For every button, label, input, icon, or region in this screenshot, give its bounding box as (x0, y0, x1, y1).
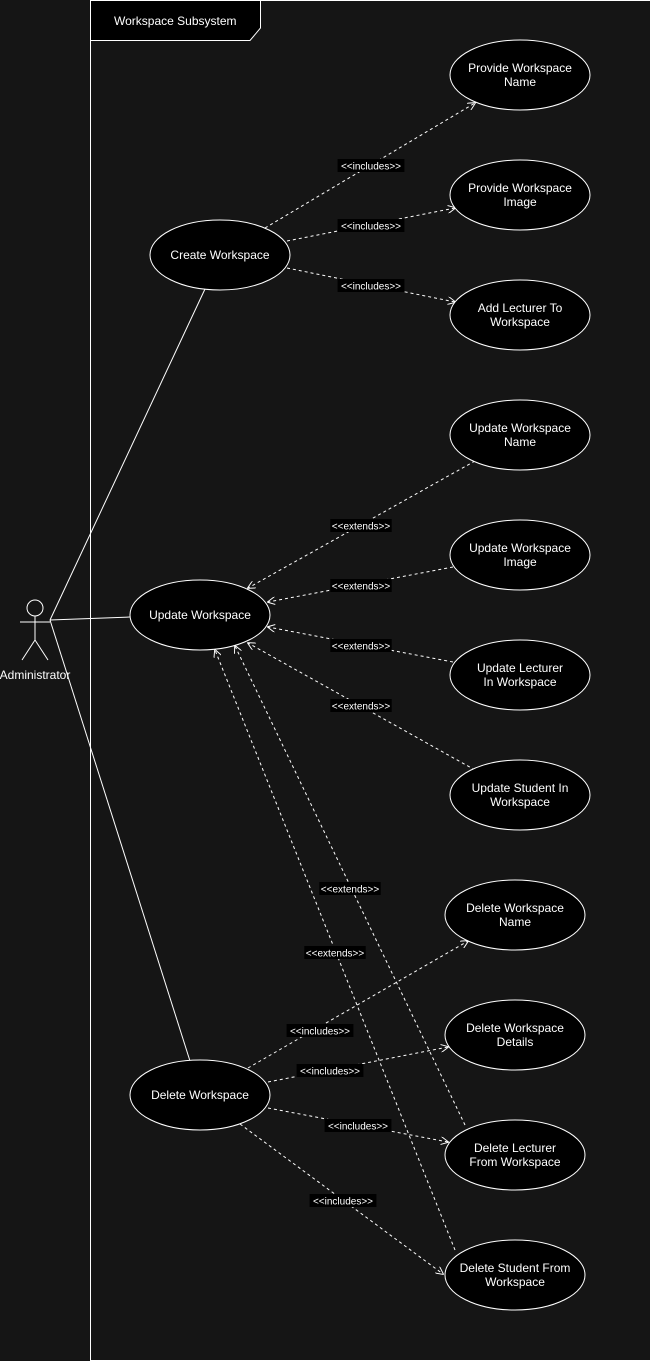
association-update (49, 616, 131, 621)
use-case-ellipse (449, 159, 591, 231)
use-case-ellipse (449, 399, 591, 471)
relation-label-bg (337, 219, 405, 232)
use-case-label: Delete Workspace (151, 1088, 249, 1102)
relation-label-bg (337, 279, 405, 292)
use-case-ellipse (449, 519, 591, 591)
relation-label-bg (324, 1119, 392, 1132)
association-delete (49, 619, 191, 1062)
relation-label: <<extends>> (332, 702, 391, 713)
relation-label-bg (337, 159, 405, 172)
relation-label: <<extends>> (321, 885, 380, 896)
use-case-label: Update Workspace (149, 608, 251, 622)
relation-label: <<includes>> (341, 222, 401, 233)
relation-label-bg (330, 699, 392, 712)
use-case-label: Create Workspace (170, 248, 269, 262)
use-case-create[interactable]: Create Workspace (149, 219, 291, 291)
use-case-ellipse (149, 219, 291, 291)
use-case-ellipse (449, 759, 591, 831)
relation-label: <<includes>> (290, 1027, 350, 1038)
relation-label: <<extends>> (332, 582, 391, 593)
use-case-ellipse (444, 879, 586, 951)
actor-leg-right (34, 639, 49, 661)
actor-leg-left (21, 639, 36, 661)
relation-label: <<includes>> (341, 282, 401, 293)
relation-label: <<includes>> (300, 1067, 360, 1078)
use-case-ellipse (444, 1239, 586, 1311)
association-create (49, 288, 206, 621)
use-case-ellipse (449, 279, 591, 351)
relation-label-bg (330, 579, 392, 592)
use-case-ellipse (444, 1119, 586, 1191)
relation-label-bg (330, 639, 392, 652)
relation-label-bg (330, 519, 392, 532)
use-case-ellipse (129, 1059, 271, 1131)
use-case-ellipse (444, 999, 586, 1071)
relation-label: <<includes>> (341, 162, 401, 173)
relation-label: <<extends>> (332, 522, 391, 533)
relation-label: <<includes>> (313, 1197, 373, 1208)
association-layer (49, 288, 206, 1062)
relation-label-bg (296, 1064, 364, 1077)
actor-head (26, 599, 44, 617)
use-case-delete[interactable]: Delete Workspace (129, 1059, 271, 1131)
label-layer: <<includes>> <<includes>> <<includes>> <<ex… (286, 159, 405, 1208)
use-case-ellipse (449, 39, 591, 111)
relation-label: <<extends>> (332, 642, 391, 653)
relation-upd_lect-to-update (268, 627, 454, 663)
relation-label: <<includes>> (328, 1122, 388, 1133)
use-case-update[interactable]: Update Workspace (129, 579, 271, 651)
relation-label-bg (286, 1024, 354, 1037)
relation-upd_img-to-update (268, 566, 454, 602)
actor-label: Administrator (0, 668, 70, 682)
relation-label: <<extends>> (306, 949, 365, 960)
relation-delete-to-del_name (247, 941, 468, 1069)
relation-label-bg (319, 882, 381, 895)
system-title-tab (90, 0, 261, 41)
system-title: Workspace Subsystem (114, 14, 237, 28)
use-case-ellipse (449, 639, 591, 711)
relation-label-bg (309, 1194, 377, 1207)
relation-upd_name-to-update (248, 460, 476, 588)
actor-administrator[interactable]: Administrator (0, 599, 70, 682)
relation-upd_stud-to-update (248, 643, 476, 771)
relation-label-bg (304, 946, 366, 959)
use-case-ellipse (129, 579, 271, 651)
